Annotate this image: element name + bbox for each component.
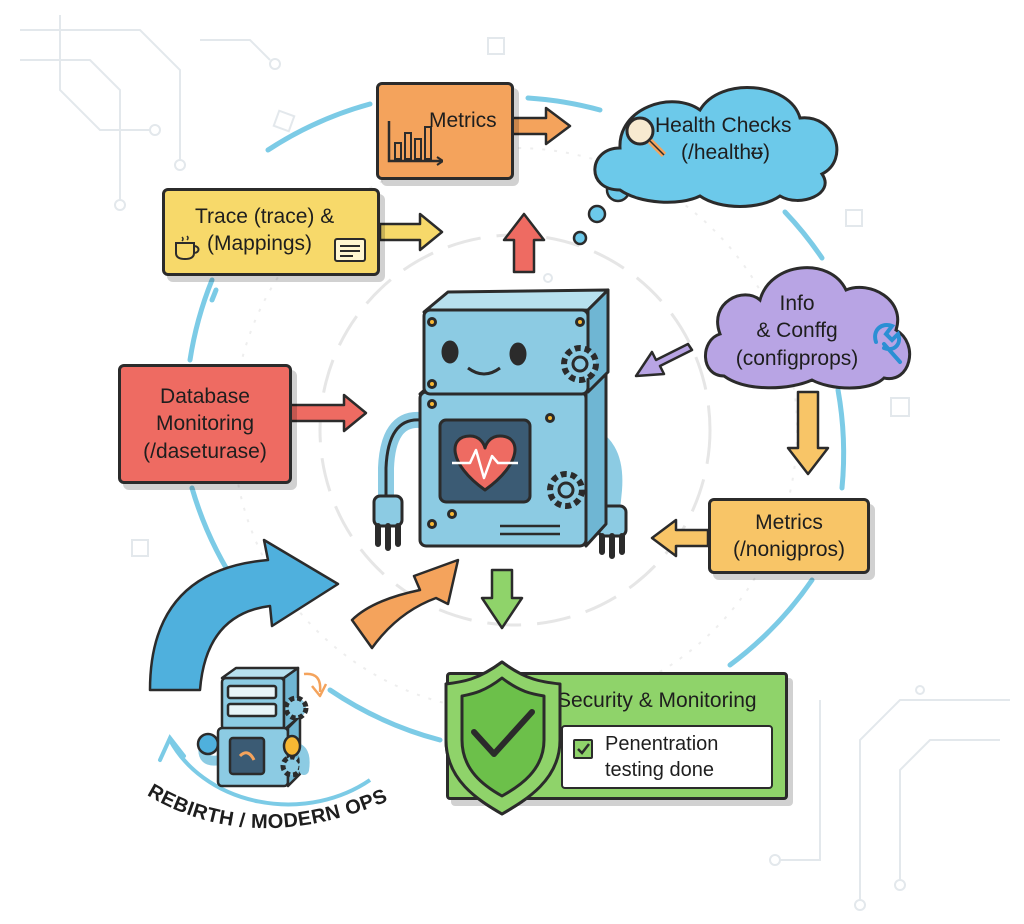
shield-overlay: [444, 660, 562, 816]
metrics-top-node: Metrics: [376, 82, 514, 180]
circuit-decoration-bottom-right: [131, 209, 1010, 911]
robot-illustration: [372, 288, 628, 559]
database-line1: Database: [160, 385, 250, 409]
arrow-blue-swoosh: [148, 538, 340, 692]
info-line2: & Conffg: [756, 319, 838, 343]
coffee-icon: [175, 235, 200, 261]
arrow-info-to-robot: [634, 342, 694, 378]
bar-chart-icon: [387, 121, 443, 166]
info-line3: (configprops): [735, 346, 859, 370]
security-check-line2: testing done: [605, 759, 714, 781]
info-cloud-shape: [704, 266, 912, 390]
search-icon: [625, 116, 667, 158]
arrow-orange-swoosh: [350, 558, 460, 650]
arrow-trace-right: [378, 212, 444, 252]
arrow-database-to-robot: [288, 393, 368, 433]
trace-node: Trace (trace) & (Mappings): [162, 188, 380, 276]
wrench-icon: [873, 323, 902, 364]
database-line3: (/daseturase): [143, 439, 267, 463]
info-node-label: Info & Conffg (configprops): [722, 290, 872, 372]
arrow-metrics-to-health: [510, 106, 572, 146]
health-node-label: Health Checks (/healthᵿ): [655, 112, 825, 167]
health-title: Health Checks: [655, 114, 792, 137]
database-node: Database Monitoring (/daseturase): [118, 364, 292, 484]
metrics-top-label: Metrics: [429, 109, 497, 132]
rebirth-arc-head: [158, 734, 186, 762]
health-path: (/healthᵿ): [681, 141, 770, 165]
rebirth-arc: [168, 739, 372, 807]
connector-arrows: [148, 106, 830, 692]
document-icon: [334, 238, 366, 262]
metrics-right-line2: (/nonigpros): [732, 538, 846, 561]
arrow-robot-up: [502, 212, 546, 274]
checkbox-icon: [573, 739, 593, 759]
circuit-decoration-top-left: [20, 15, 505, 211]
database-line2: Monitoring: [155, 412, 255, 436]
arrow-info-to-metrics: [786, 390, 830, 476]
info-line1: Info: [779, 292, 815, 315]
trace-line2: (Mappings): [207, 232, 313, 256]
security-checklist: Penentration testing done: [561, 725, 773, 789]
trace-line1: Trace (trace) &: [195, 205, 335, 228]
metrics-right-node: Metrics (/nonigpros): [708, 498, 870, 574]
security-title: Security & Monitoring: [557, 689, 757, 712]
arrow-metrics-to-robot: [650, 518, 710, 558]
health-cloud-shape: [593, 86, 839, 208]
metrics-right-line1: Metrics: [755, 510, 823, 534]
arrow-robot-to-security: [480, 568, 524, 630]
server-robot-illustration: [196, 666, 328, 788]
security-check-line1: Penentration: [605, 733, 719, 755]
